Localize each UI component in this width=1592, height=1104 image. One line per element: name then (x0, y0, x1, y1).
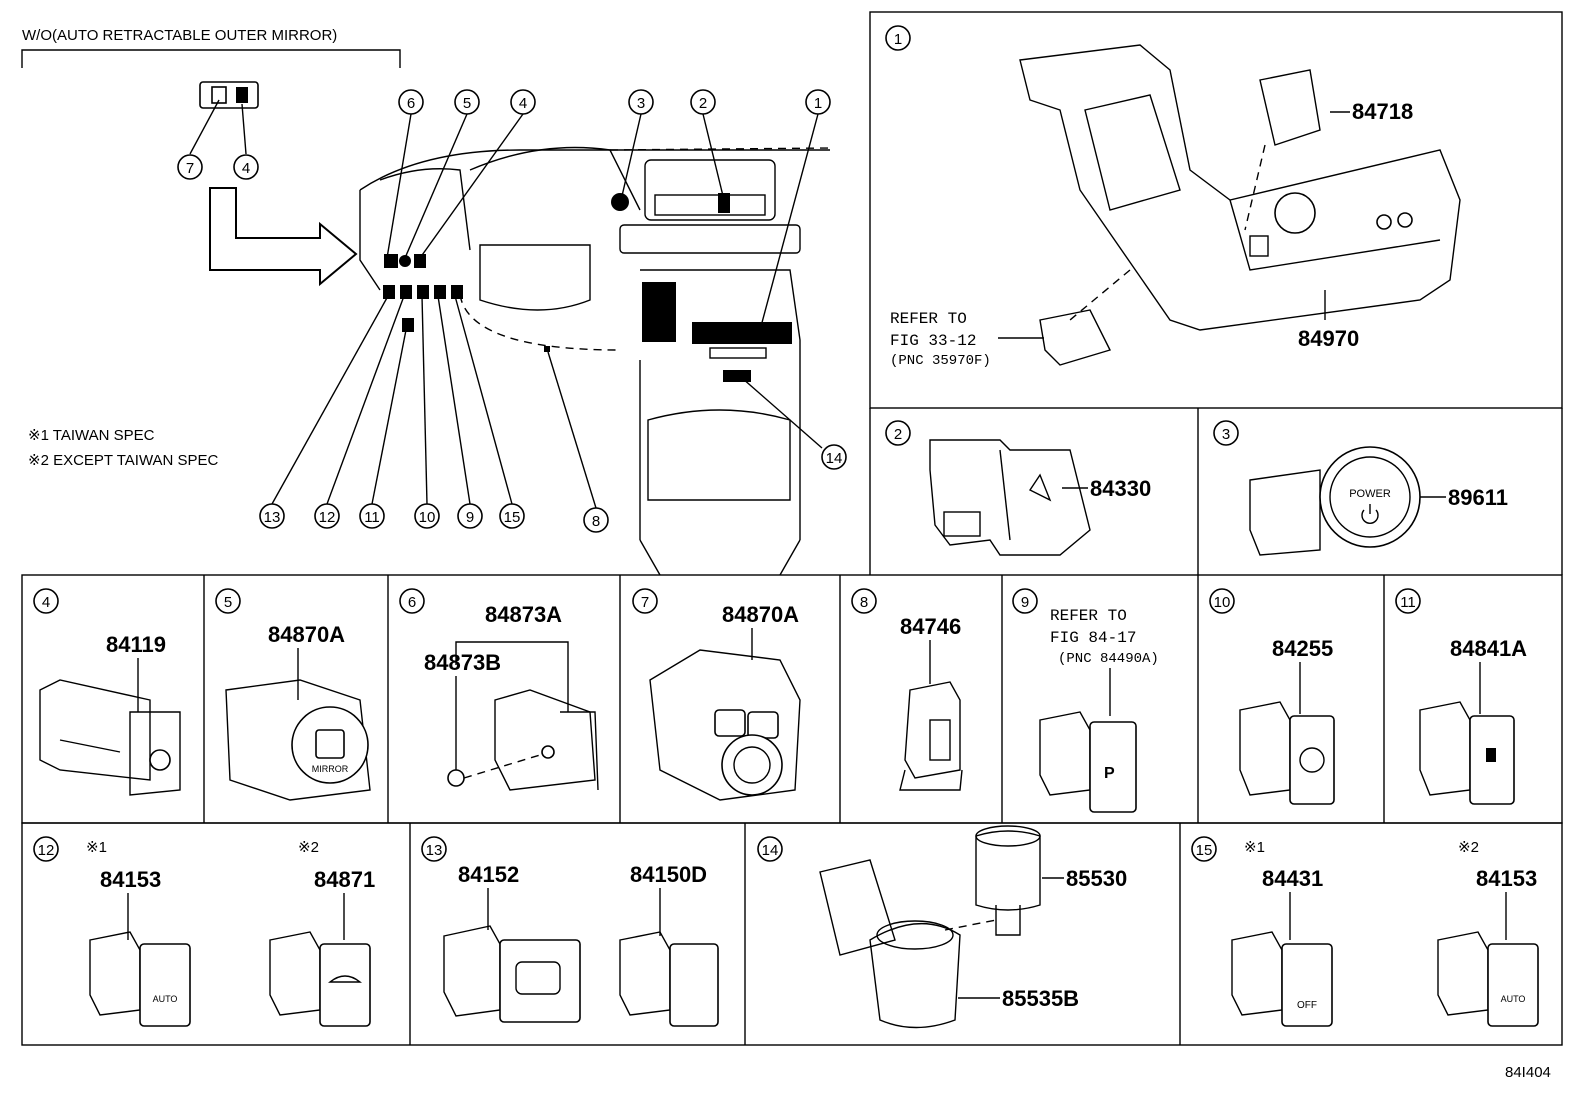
panel-11-number: 11 (1400, 594, 1416, 611)
panel-14: 14 85530 85535B (757, 825, 1127, 1029)
panel-6-number: 6 (408, 594, 416, 611)
panel-5: 5 84870A MIRROR (215, 588, 371, 801)
callout-6: 6 (407, 95, 415, 112)
overview-section: W/O(AUTO RETRACTABLE OUTER MIRROR) ※1 TA… (21, 27, 847, 576)
callout-10: 10 (419, 509, 436, 526)
panel-8: 8 84746 (851, 588, 963, 791)
panel-10-number: 10 (1214, 594, 1231, 611)
park-icon: P (1104, 765, 1115, 782)
callout-5: 5 (463, 95, 471, 112)
panel-9-number: 9 (1021, 594, 1029, 611)
callout-9: 9 (466, 509, 474, 526)
panel-1-number: 1 (894, 31, 902, 48)
ref-84-17-line2: FIG 84-17 (1050, 629, 1136, 647)
part-84330: 84330 (1090, 476, 1151, 501)
note-taiwan: ※1 TAIWAN SPEC (28, 427, 155, 444)
part-84746: 84746 (900, 614, 961, 639)
panel-12-number: 12 (38, 842, 55, 859)
part-84841A: 84841A (1450, 636, 1527, 661)
callout-14: 14 (826, 450, 843, 467)
dashboard-sketch (359, 146, 831, 576)
mirror-label: MIRROR (312, 764, 349, 774)
part-84970: 84970 (1298, 326, 1359, 351)
ref-33-12-line3: (PNC 35970F) (890, 353, 991, 369)
overview-callouts: 7 4 6 5 4 3 2 1 14 13 12 11 10 9 15 8 (177, 89, 847, 533)
panel-4: 4 84119 (33, 588, 181, 796)
panel-10: 10 84255 (1209, 588, 1335, 805)
overview-header: W/O(AUTO RETRACTABLE OUTER MIRROR) (22, 27, 337, 44)
part-84255: 84255 (1272, 636, 1333, 661)
panel-2-number: 2 (894, 426, 902, 443)
part-89611: 89611 (1448, 485, 1508, 510)
callout-4-mini: 4 (242, 160, 250, 177)
callout-12: 12 (319, 509, 336, 526)
part-84871: 84871 (314, 867, 375, 892)
part-84119: 84119 (106, 632, 166, 657)
auto-label-p15: AUTO (1501, 994, 1526, 1004)
part-84870A-p5: 84870A (268, 622, 345, 647)
part-84873A: 84873A (485, 602, 562, 627)
spec-mark-2-p15: ※2 (1458, 839, 1479, 856)
callout-11: 11 (364, 509, 380, 526)
callout-7: 7 (186, 160, 194, 177)
panel-7: 7 84870A (632, 588, 801, 801)
power-label: POWER (1349, 488, 1391, 500)
panel-12: 12 ※1 ※2 84153 84871 AUTO (33, 836, 375, 1027)
callout-4: 4 (519, 95, 527, 112)
spec-mark-1: ※1 (86, 839, 107, 856)
part-84431: 84431 (1262, 866, 1323, 891)
overview-leaders (271, 113, 823, 509)
part-84153-p12: 84153 (100, 867, 161, 892)
panel-13-number: 13 (426, 842, 443, 859)
part-84153-p15: 84153 (1476, 866, 1537, 891)
panel-14-number: 14 (762, 842, 779, 859)
note-except-taiwan: ※2 EXCEPT TAIWAN SPEC (28, 452, 219, 469)
ref-84-17-line3: (PNC 84490A) (1058, 651, 1159, 667)
panel-15-number: 15 (1196, 842, 1213, 859)
panel-5-number: 5 (224, 594, 232, 611)
panel-13: 13 84152 84150D (421, 836, 719, 1027)
part-84150D: 84150D (630, 862, 707, 887)
spec-mark-1-p15: ※1 (1244, 839, 1265, 856)
ref-33-12-line1: REFER TO (890, 310, 967, 328)
panel-3-number: 3 (1222, 426, 1230, 443)
panel-11: 11 84841A (1395, 588, 1527, 805)
diagram-code: 84I404 (1505, 1064, 1551, 1081)
ref-33-12-line2: FIG 33-12 (890, 332, 976, 350)
panel-1: 1 84718 84970 REFER TO FIG 33-12 (PNC 35… (885, 25, 1461, 369)
panel-4-number: 4 (42, 594, 50, 611)
callout-3: 3 (637, 95, 645, 112)
callout-8: 8 (592, 513, 600, 530)
panel-frames (21, 11, 1563, 1046)
panel-6: 6 84873A 84873B (399, 588, 599, 791)
panel-9: 9 REFER TO FIG 84-17 (PNC 84490A) P (1012, 588, 1159, 813)
part-85530: 85530 (1066, 866, 1127, 891)
panel-3: 3 POWER 89611 (1213, 420, 1508, 556)
part-84870A-p7: 84870A (722, 602, 799, 627)
off-label: OFF (1297, 1000, 1317, 1011)
panel-8-number: 8 (860, 594, 868, 611)
part-84718: 84718 (1352, 99, 1413, 124)
part-85535B: 85535B (1002, 986, 1079, 1011)
part-84873B: 84873B (424, 650, 501, 675)
panel-2: 2 84330 (885, 420, 1151, 556)
callout-2: 2 (699, 95, 707, 112)
ref-84-17-line1: REFER TO (1050, 607, 1127, 625)
callout-15: 15 (504, 509, 521, 526)
panel-7-number: 7 (641, 594, 649, 611)
auto-label-p12: AUTO (153, 994, 178, 1004)
part-84152: 84152 (458, 862, 519, 887)
callout-1: 1 (814, 95, 822, 112)
callout-13: 13 (264, 509, 281, 526)
spec-mark-2: ※2 (298, 839, 319, 856)
panel-15: 15 ※1 ※2 84431 84153 OFF AUTO (1191, 836, 1539, 1027)
